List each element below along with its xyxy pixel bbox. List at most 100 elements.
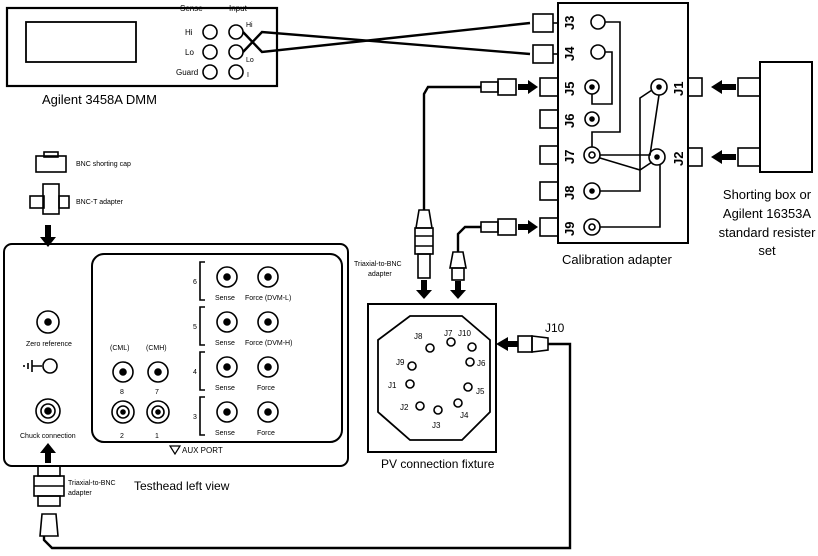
lo-label: Lo [185,48,194,57]
shorting-box [737,61,813,173]
svg-text:adapter: adapter [68,490,92,497]
dmm-labels: Sense Input Hi Lo Guard Hi Lo I Agilent … [42,4,254,107]
bnc-t-adapter-icon [29,183,70,215]
input-lo-label: Lo [246,57,254,64]
svg-text:Sense: Sense [215,385,235,392]
port-7-label: 7 [155,389,159,396]
arrow-down-bnc [450,281,466,299]
pin-j9 [407,361,417,371]
arrows-box-to-adapter [711,80,736,164]
svg-text:standard resister: standard resister [719,225,816,240]
label-j6: J6 [562,114,577,128]
svg-text:Force (DVM-L): Force (DVM-L) [245,295,291,302]
guard-terminal [202,64,218,80]
shorting-cap-label: BNC shorting cap [76,161,131,168]
input-header: Input [229,4,248,13]
arrow-to-j9 [518,220,538,234]
label-j1: J1 [671,82,686,96]
arrow-down-triaxial [416,280,432,299]
calibration-adapter [532,2,703,244]
svg-text:Force: Force [257,385,275,392]
svg-text:J9: J9 [396,358,405,367]
svg-text:J1: J1 [388,381,397,390]
dmm-unit [5,6,279,88]
pin-j6 [465,357,475,367]
port-1-label: 1 [155,433,159,440]
cable-hi-to-j3 [242,21,531,54]
pin-j2 [415,401,425,411]
svg-text:J4: J4 [460,411,469,420]
pin-j7 [446,337,456,347]
pin-j5 [463,382,473,392]
svg-text:Shorting box or: Shorting box or [723,187,812,202]
label-j3: J3 [562,16,577,30]
svg-text:J8: J8 [414,332,423,341]
dmm-caption: Agilent 3458A DMM [42,92,157,107]
pv-connection-fixture [367,303,497,453]
svg-text:Force (DVM-H): Force (DVM-H) [245,340,292,347]
svg-text:adapter: adapter [368,271,392,278]
input-lo-terminal [228,44,244,60]
zero-reference-label: Zero reference [26,341,72,348]
bnc-cable-j9 [449,218,517,281]
testhead-left-view [3,243,349,467]
ground-terminal [42,358,58,374]
chuck-connection-label: Chuck connection [20,433,76,440]
j3-connector [590,14,606,30]
svg-text:Agilent 16353A: Agilent 16353A [723,206,812,221]
svg-text:J2: J2 [400,403,409,412]
shorting-box-caption: Shorting box or Agilent 16353A standard … [719,187,816,258]
j7-connector [583,146,601,164]
label-j9: J9 [562,222,577,236]
svg-text:J10: J10 [458,329,471,338]
svg-text:J7: J7 [444,329,453,338]
arrow-to-chuck [40,443,56,463]
zero-reference-port [36,310,60,334]
svg-text:Triaxial-to-BNC: Triaxial-to-BNC [354,261,402,268]
guard-label: Guard [176,68,198,77]
j9-connector [583,218,601,236]
port-8-label: 8 [120,389,124,396]
input-i-label: I [247,72,249,79]
group-3-label: 3 [193,414,197,421]
cmh-label: (CMH) [146,345,167,352]
pin-j10 [467,342,477,352]
group-4-label: 4 [193,369,197,376]
svg-text:Sense: Sense [215,340,235,347]
svg-text:Sense: Sense [215,430,235,437]
j2-connector [648,148,666,166]
pin-j8 [425,343,435,353]
j6-connector [584,111,600,127]
testhead-caption: Testhead left view [134,479,230,493]
svg-text:J6: J6 [477,359,486,368]
cml-label: (CML) [110,345,129,352]
sense-header: Sense [180,4,203,13]
arrow-to-j5 [518,80,538,94]
hi-label: Hi [185,28,193,37]
sense-lo-terminal [202,44,218,60]
svg-text:J5: J5 [476,387,485,396]
aux-port-label: AUX PORT [182,446,223,455]
port-2-label: 2 [120,433,124,440]
bnc-shorting-cap-icon [35,151,67,173]
input-hi-label: Hi [246,22,253,29]
input-hi-terminal [228,24,244,40]
pin-j4 [453,398,463,408]
label-j7: J7 [562,150,577,164]
j4-connector [590,44,606,60]
arrow-to-testhead [40,225,56,247]
testhead-labels: Zero reference Chuck connection (CML) (C… [20,279,292,455]
warning-icon [168,445,182,456]
chuck-connection-port [35,398,61,424]
sense-hi-terminal [202,24,218,40]
label-j8: J8 [562,186,577,200]
triaxial-adapter-bottom [33,465,65,537]
cable-lo-to-j4 [242,30,531,56]
svg-text:set: set [758,243,776,258]
label-j2: J2 [671,152,686,166]
svg-text:Sense: Sense [215,295,235,302]
pv-fixture-caption: PV connection fixture [381,457,495,471]
svg-text:Triaxial-to-BNC: Triaxial-to-BNC [68,480,116,487]
group-6-label: 6 [193,279,197,286]
j10-external-label: J10 [545,321,565,335]
